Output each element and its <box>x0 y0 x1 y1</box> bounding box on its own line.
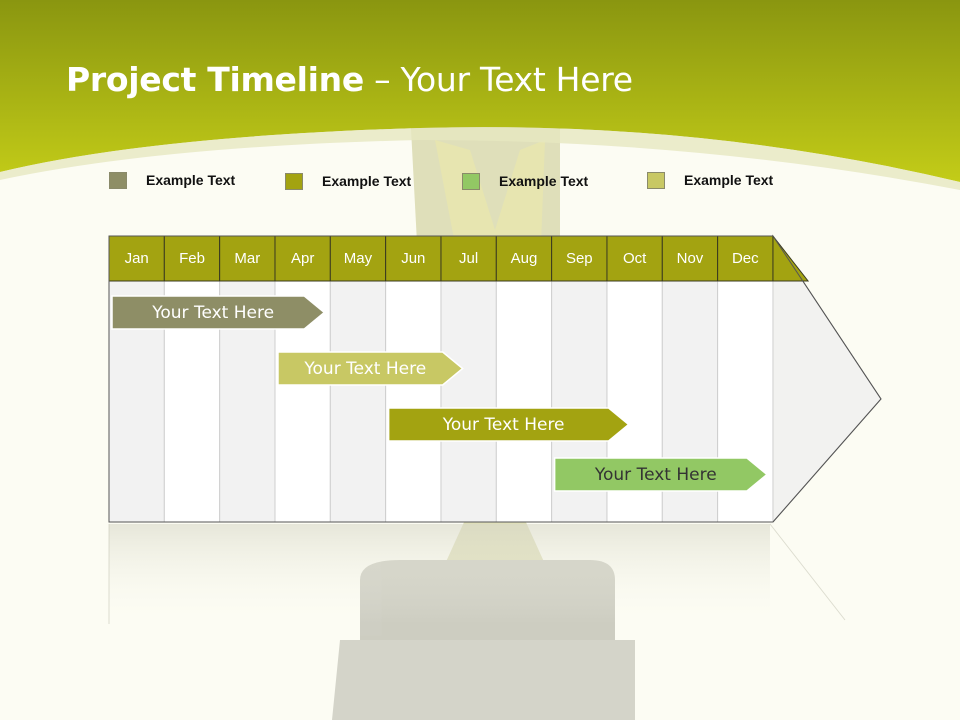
header-arrow-tip <box>772 234 810 282</box>
legend-label-3: Example Text <box>499 173 589 189</box>
legend-swatch-1 <box>109 171 127 189</box>
month-column-jul <box>440 280 497 523</box>
legend-label-4: Example Text <box>684 172 774 188</box>
task-bar-3 <box>387 407 630 442</box>
task-bar-label-2: Your Text Here <box>304 359 427 379</box>
month-label-jun: Jun <box>401 250 426 267</box>
timeline-arrow-outline <box>108 235 882 523</box>
task-bar-label-1: Your Text Here <box>152 303 275 323</box>
month-label-may: May <box>343 250 373 267</box>
timeline-bars <box>111 295 769 492</box>
task-bar-1 <box>111 295 326 330</box>
slide-title: Project Timeline – Your Text Here <box>66 60 633 99</box>
month-label-mar: Mar <box>234 250 261 267</box>
task-bar-4 <box>553 457 769 492</box>
legend-label-2: Example Text <box>322 173 412 189</box>
month-label-oct: Oct <box>622 250 647 267</box>
title-bold: Project Timeline <box>66 60 364 99</box>
legend-label-1: Example Text <box>146 172 236 188</box>
legend-item-1: Example Text <box>109 170 235 190</box>
legend-swatch-2 <box>285 172 303 190</box>
month-label-feb: Feb <box>179 250 205 267</box>
month-header-cell-feb <box>163 235 221 282</box>
month-column-jun <box>385 280 442 523</box>
month-label-dec: Dec <box>731 250 759 267</box>
month-header-cell-aug <box>495 235 553 282</box>
legend-swatch-3 <box>462 172 480 190</box>
month-column-may <box>329 280 387 523</box>
month-label-sep: Sep <box>565 250 593 267</box>
month-label-apr: Apr <box>290 250 315 267</box>
legend-item-2: Example Text <box>285 171 411 191</box>
month-header-cell-jun <box>385 235 442 282</box>
task-bar-2 <box>277 351 464 386</box>
month-header-cell-mar <box>219 235 276 282</box>
month-header-cell-may <box>329 235 387 282</box>
month-label-jul: Jul <box>459 250 479 267</box>
legend-swatch-4 <box>647 171 665 189</box>
timeline-header <box>108 234 882 523</box>
month-header-cell-apr <box>274 235 331 282</box>
month-header-cell-jan <box>108 235 165 282</box>
task-bar-label-3: Your Text Here <box>442 415 565 435</box>
title-rest: – Your Text Here <box>363 60 633 99</box>
month-label-jan: Jan <box>124 250 149 267</box>
month-column-aug <box>495 280 553 523</box>
month-label-nov: Nov <box>676 250 704 267</box>
task-bar-label-4: Your Text Here <box>594 465 717 485</box>
legend-item-3: Example Text <box>462 171 588 191</box>
month-header-cell-jul <box>440 235 497 282</box>
month-label-aug: Aug <box>510 250 538 267</box>
legend-item-4: Example Text <box>647 170 773 190</box>
